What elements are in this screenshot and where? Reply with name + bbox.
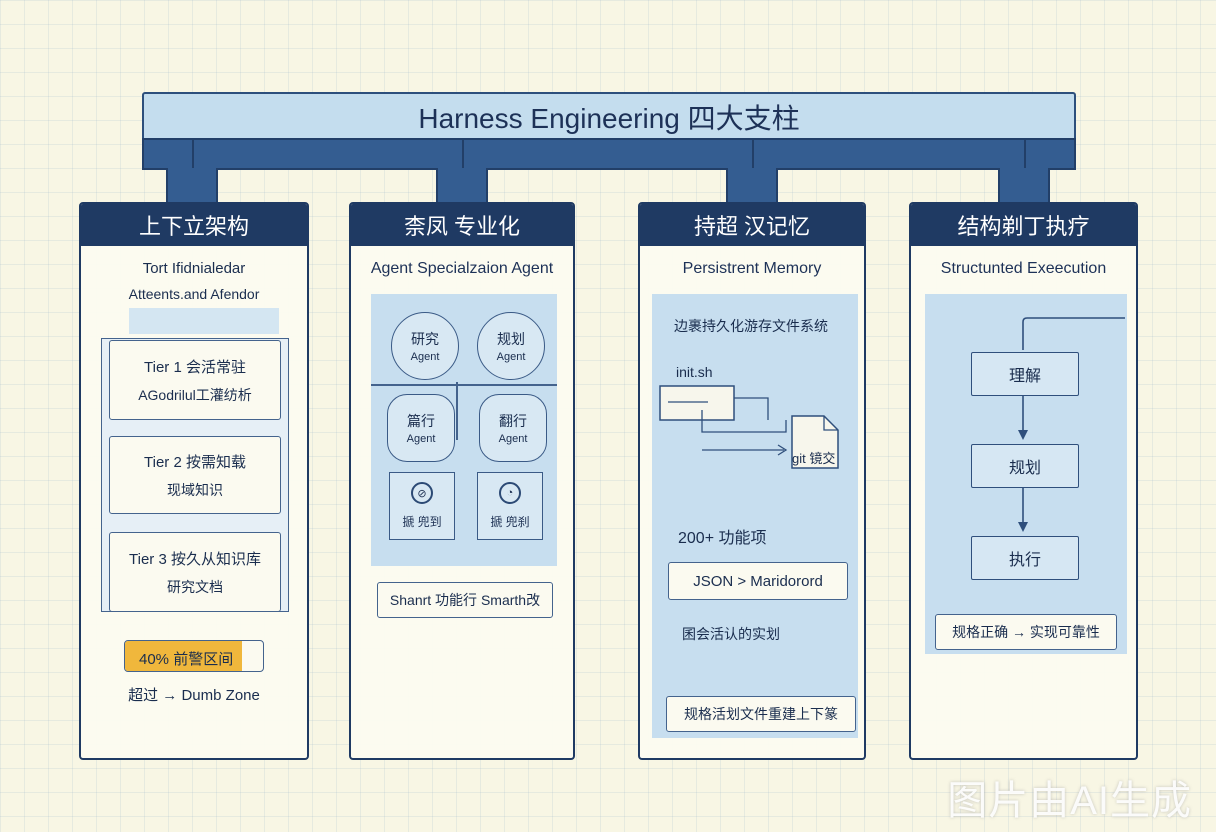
agent-name: 翻行 <box>499 413 527 429</box>
step-execute: 执行 <box>971 536 1079 580</box>
agent-role: Agent <box>496 351 526 363</box>
tier-detail: AGodrilul工灌纺析 <box>138 386 252 403</box>
execution-agent-icon: 篇行 Agent <box>387 394 455 462</box>
dumb-zone-note: 超过 → Dumb Zone <box>128 687 260 704</box>
agent-name: 规划 <box>497 331 525 347</box>
tool-badge: ◔ 搋 兜刹 <box>477 472 543 540</box>
script-name: init.sh <box>676 364 713 380</box>
ai-watermark: 图片由AI生成 <box>947 779 1192 823</box>
session-note: 囷会活认的实划 <box>682 626 780 642</box>
step-plan: 规划 <box>971 444 1079 488</box>
tool-badge: ⊘ 搋 兜到 <box>389 472 455 540</box>
diagram-title: Harness Engineering 四大支柱 <box>142 92 1076 142</box>
agent-role: Agent <box>410 351 440 363</box>
tier-title: Tier 2 按需知载 <box>144 453 246 471</box>
tool-icon: ◔ <box>499 482 521 504</box>
tier-3-box: Tier 3 按久从知识库 研究文档 <box>109 532 281 612</box>
tool-icon: ⊘ <box>411 482 433 504</box>
roof-beam <box>142 138 1076 170</box>
pillar-subtitle: Persistrent Memory <box>682 260 822 277</box>
pillar-agent-specialization: 柰凤 专业化 Agent Specialzaion Agent 研究 Agent… <box>349 202 575 760</box>
agent-name: 研究 <box>411 331 439 347</box>
pillar-subtitle: Tort Ifidnialedar <box>142 260 246 277</box>
flow-arrows <box>1018 317 1125 532</box>
gauge-fill <box>125 641 243 671</box>
reliability-box: 规格正确 → 实现可靠性 <box>935 614 1117 650</box>
panel-divider <box>456 382 458 440</box>
pillar-connector <box>726 168 778 206</box>
pillar-heading: 上下立架构 <box>81 204 307 246</box>
gauge-label: 40% 前警区间 <box>139 651 234 668</box>
tier-detail: 研究文档 <box>167 578 223 595</box>
pillar-heading: 柰凤 专业化 <box>351 204 573 246</box>
context-usage-gauge: 40% 前警区间 <box>124 640 264 672</box>
memory-lead: 边裹持久化游存文件系统 <box>674 318 828 334</box>
beam-groove <box>462 138 464 170</box>
tool-label: 搋 兜到 <box>402 515 442 529</box>
tier-detail: 现域知识 <box>167 481 223 498</box>
pillar-persistent-memory: 持超 汉记忆 Persistrent Memory 边裹持久化游存文件系统 in… <box>638 202 866 760</box>
pillar-subtitle: Structunted Exeecution <box>940 260 1107 277</box>
pillar-structured-execution: 结构剃丁执疗 Structunted Exeecution 理解 规划 执行 规… <box>909 202 1138 760</box>
smart-function-box: Shanrt 功能行 Smarth改 <box>377 582 553 618</box>
agent-role: Agent <box>406 433 436 445</box>
tier-1-box: Tier 1 会活常驻 AGodrilul工灌纺析 <box>109 340 281 420</box>
pillar-connector <box>998 168 1050 206</box>
beam-groove <box>752 138 754 170</box>
beam-groove <box>1024 138 1026 170</box>
pillar-subtitle: Agent Specialzaion Agent <box>370 260 554 277</box>
pillar-context-architecture: 上下立架构 Tort Ifidnialedar Atteents.and Afe… <box>79 202 309 760</box>
tier-title: Tier 1 会活常驻 <box>144 358 246 376</box>
feature-count: 200+ 功能项 <box>678 530 767 547</box>
rebuild-context-box: 规格活划文件重建上下篆 <box>666 696 856 732</box>
agent-role: Agent <box>498 433 528 445</box>
research-agent-icon: 研究 Agent <box>391 312 459 380</box>
step-understand: 理解 <box>971 352 1079 396</box>
tool-label: 搋 兜刹 <box>490 515 530 529</box>
planning-agent-icon: 规划 Agent <box>477 312 545 380</box>
pillar-connector <box>436 168 488 206</box>
format-box: JSON > Maridorord <box>668 562 848 600</box>
highlight-band <box>129 308 279 334</box>
agent-name: 篇行 <box>407 413 435 429</box>
pillar-heading: 持超 汉记忆 <box>640 204 864 246</box>
memory-panel <box>652 294 858 738</box>
pillar-connector <box>166 168 218 206</box>
git-commit-label: git 镜交 <box>792 451 836 466</box>
tier-2-box: Tier 2 按需知载 现域知识 <box>109 436 281 514</box>
tier-title: Tier 3 按久从知识库 <box>129 550 261 568</box>
panel-divider <box>371 384 557 386</box>
review-agent-icon: 翻行 Agent <box>479 394 547 462</box>
memory-flow-diagram <box>659 385 839 469</box>
pillar-heading: 结构剃丁执疗 <box>911 204 1136 246</box>
beam-groove <box>192 138 194 170</box>
pillar-subtitle-secondary: Atteents.and Afendor <box>128 286 260 302</box>
